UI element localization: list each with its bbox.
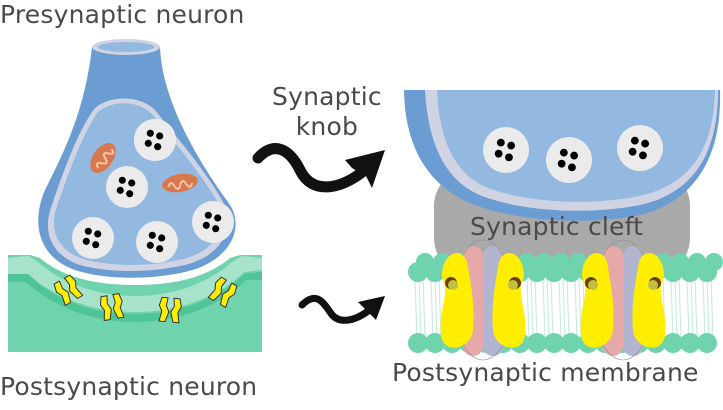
- arrow-to-knob: [252, 143, 371, 193]
- phospholipid-head: [527, 333, 547, 353]
- vesicle: [134, 119, 176, 161]
- neurotransmitter: [630, 136, 639, 145]
- phospholipid-head: [680, 333, 700, 353]
- label-synaptic-knob-line1: Synaptic: [272, 82, 382, 111]
- yellow-subunit: [580, 253, 614, 348]
- phospholipid-head: [561, 333, 581, 353]
- neurotransmitter: [507, 141, 516, 150]
- receptors-left: [53, 274, 238, 324]
- receptor-channel: [440, 239, 526, 361]
- phospholipid-head: [408, 333, 428, 353]
- label-synaptic-knob: Synaptic knob: [272, 82, 382, 142]
- neurotransmitter: [559, 148, 568, 157]
- receptor-channel: [580, 239, 666, 361]
- phospholipid-head: [697, 333, 717, 353]
- label-synaptic-knob-line2: knob: [295, 112, 359, 141]
- phospholipid-head: [705, 253, 723, 271]
- vesicle: [192, 201, 234, 243]
- label-presynaptic-neuron: Presynaptic neuron: [0, 0, 245, 29]
- arrow-to-membrane: [298, 294, 376, 324]
- receptor: [207, 276, 238, 309]
- phospholipid-head: [425, 333, 445, 353]
- neurotransmitter: [146, 241, 154, 249]
- mitochondrion: [90, 142, 116, 174]
- label-postsynaptic-membrane: Postsynaptic membrane: [392, 358, 699, 387]
- label-postsynaptic-neuron: Postsynaptic neuron: [0, 372, 258, 401]
- neurotransmitter: [148, 231, 156, 239]
- neurotransmitter: [84, 227, 92, 235]
- receptor-channels: [440, 239, 666, 361]
- neurotransmitter: [116, 186, 124, 194]
- mitochondrion: [162, 173, 198, 193]
- synaptic-vesicles-right: [483, 125, 663, 183]
- phospholipid-head: [663, 333, 683, 353]
- neurotransmitter: [496, 138, 505, 147]
- arrow-to-membrane-head: [358, 296, 385, 320]
- neurotransmitter: [641, 139, 650, 148]
- receptor: [99, 293, 125, 322]
- neurotransmitter: [639, 151, 647, 160]
- receptor: [158, 296, 182, 324]
- neurotransmitter: [204, 211, 212, 219]
- receptor: [53, 274, 84, 307]
- vesicle: [617, 125, 663, 171]
- vesicle: [106, 166, 148, 208]
- neurotransmitter: [557, 159, 566, 168]
- neurotransmitter: [94, 230, 102, 238]
- neurotransmitter: [202, 221, 210, 229]
- yellow-subunit: [632, 253, 666, 348]
- neurotransmitter: [128, 179, 136, 187]
- neurotransmitter: [154, 143, 162, 151]
- neurotransmitter: [118, 176, 126, 184]
- neurotransmitter: [494, 149, 503, 158]
- neurotransmitter: [144, 139, 152, 147]
- yellow-subunit: [492, 253, 526, 348]
- label-synaptic-cleft: Synaptic cleft: [470, 212, 644, 241]
- vesicle: [546, 137, 592, 183]
- neurotransmitter: [146, 129, 154, 137]
- neurotransmitter: [156, 245, 164, 253]
- neurotransmitter: [570, 151, 579, 160]
- synaptic-vesicles-left: [72, 119, 234, 263]
- neurotransmitter: [628, 147, 637, 156]
- arrow-to-knob-head: [345, 150, 385, 188]
- neurotransmitter: [92, 241, 100, 249]
- neurotransmitter: [156, 132, 164, 140]
- neurotransmitter: [214, 214, 222, 222]
- phospholipid-head: [544, 333, 564, 353]
- neurotransmitter: [505, 153, 513, 162]
- neurotransmitter: [212, 225, 220, 233]
- neurotransmitter: [158, 234, 166, 242]
- vesicle: [72, 217, 114, 259]
- neurotransmitter: [568, 163, 576, 172]
- vesicle: [483, 127, 529, 173]
- yellow-subunit: [440, 253, 474, 348]
- vesicle: [136, 221, 178, 263]
- neurotransmitter: [82, 237, 90, 245]
- neurotransmitter: [126, 190, 134, 198]
